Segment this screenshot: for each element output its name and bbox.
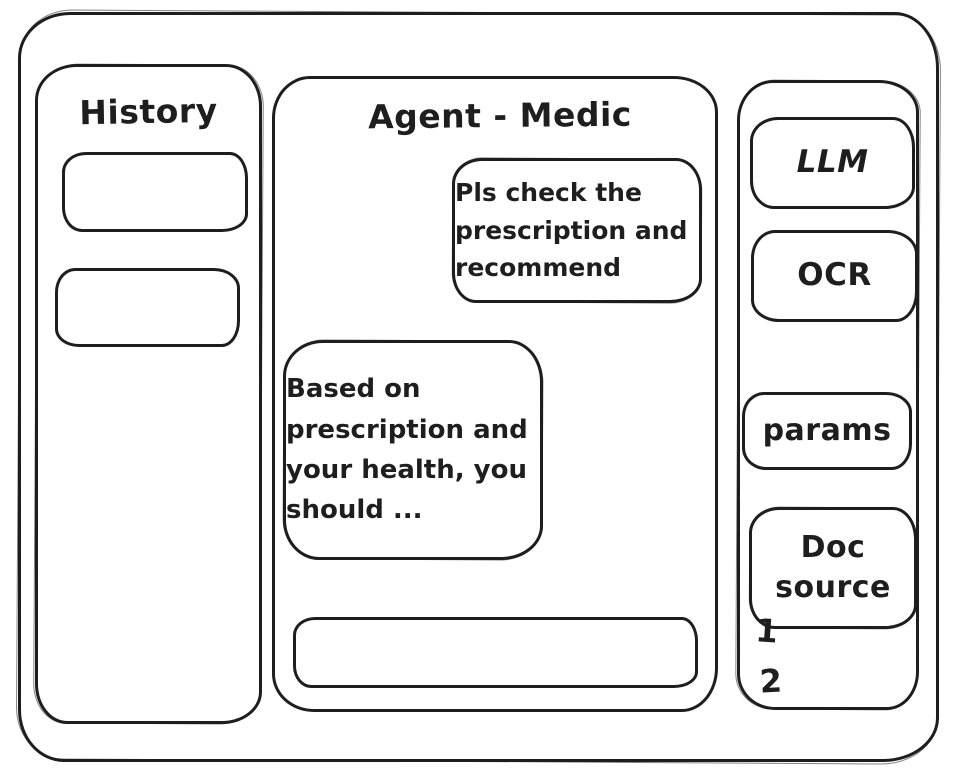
doc-source-button[interactable]: Doc source — [749, 507, 917, 629]
user-message-text: Pls check the prescription and recommend — [455, 178, 688, 283]
chat-input[interactable] — [293, 617, 698, 688]
llm-button[interactable]: LLM — [750, 117, 915, 209]
doc-source-item-1[interactable]: 1 — [754, 611, 780, 651]
history-title: History — [79, 90, 218, 133]
ocr-button[interactable]: OCR — [751, 230, 918, 322]
history-item-1[interactable] — [62, 152, 248, 232]
chat-panel-title: Agent - Medic — [367, 94, 633, 137]
assistant-message-text: Based on prescription and your health, y… — [286, 374, 528, 526]
user-message-bubble: Pls check the prescription and recommend — [452, 158, 702, 303]
history-item-2[interactable] — [55, 268, 240, 347]
doc-source-item-2[interactable]: 2 — [758, 661, 784, 701]
assistant-message-bubble: Based on prescription and your health, y… — [283, 340, 543, 560]
params-button[interactable]: params — [742, 392, 912, 470]
